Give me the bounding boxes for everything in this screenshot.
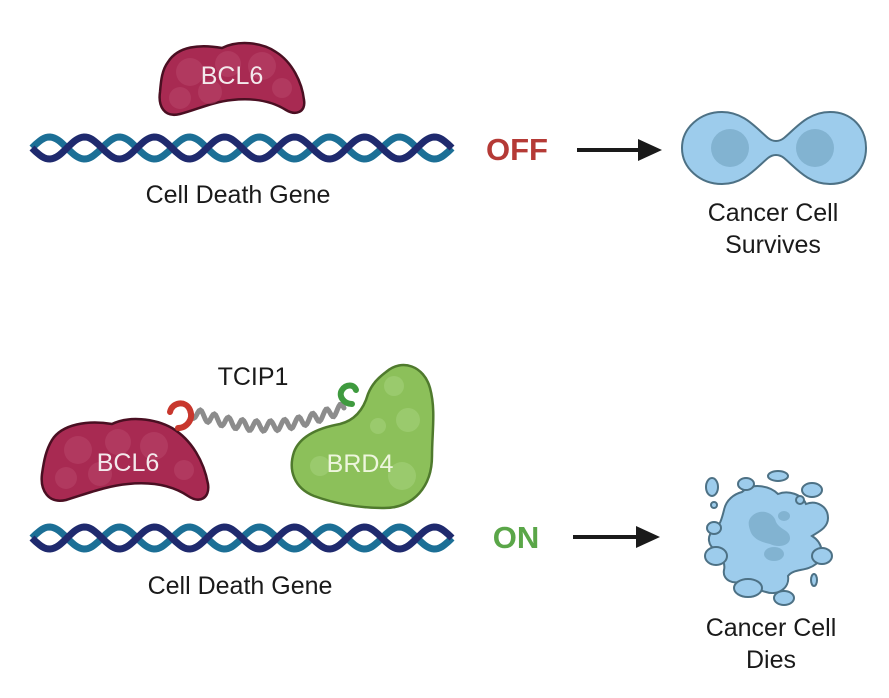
dna-helix: [29, 523, 455, 553]
brd4-protein: BRD4: [290, 363, 435, 510]
bcl6-label: BCL6: [201, 62, 264, 90]
bcl6-protein: BCL6: [158, 41, 306, 117]
nucleus: [748, 511, 790, 546]
arrow: [573, 526, 660, 548]
nucleus: [778, 511, 790, 521]
brd4-texture: [310, 376, 420, 490]
bcl6-binding-hook: [167, 400, 194, 431]
brd4-binding-hook: [337, 382, 359, 407]
apoptotic-bodies: [704, 470, 833, 606]
dna-helix: [29, 133, 455, 163]
state-on-label: ON: [493, 520, 540, 555]
outcome-line2: Survives: [725, 231, 821, 259]
brd4-label: BRD4: [327, 450, 394, 478]
state-off-label: OFF: [486, 132, 548, 167]
tcip1-linker: [167, 382, 359, 434]
nucleus: [711, 129, 749, 167]
bcl6-label: BCL6: [97, 449, 160, 477]
tcip1-label: TCIP1: [218, 363, 289, 391]
nucleus: [796, 129, 834, 167]
arrow: [577, 139, 662, 161]
top-panel: BCL6 Cell Death Gene OFF Cancer Cell Sur…: [29, 41, 868, 259]
dna-strand-dark: [29, 523, 455, 553]
dying-cancer-cell-icon: [704, 470, 833, 606]
bcl6-protein: BCL6: [40, 417, 210, 502]
linker-chain: [187, 401, 347, 434]
gene-label: Cell Death Gene: [148, 572, 333, 600]
outcome-line1: Cancer Cell: [706, 614, 837, 642]
bcl6-texture: [169, 51, 292, 109]
nucleus: [764, 547, 784, 561]
bottom-panel: TCIP1 BRD4 BCL6 Cell Deat: [29, 363, 837, 674]
surviving-cancer-cell-icon: [680, 110, 868, 186]
gene-label: Cell Death Gene: [146, 181, 331, 209]
outcome-line1: Cancer Cell: [708, 199, 839, 227]
outcome-line2: Dies: [746, 646, 796, 674]
bcl6-texture: [55, 429, 194, 489]
dna-strand-dark: [29, 133, 455, 163]
brd4-shape: [290, 363, 435, 510]
